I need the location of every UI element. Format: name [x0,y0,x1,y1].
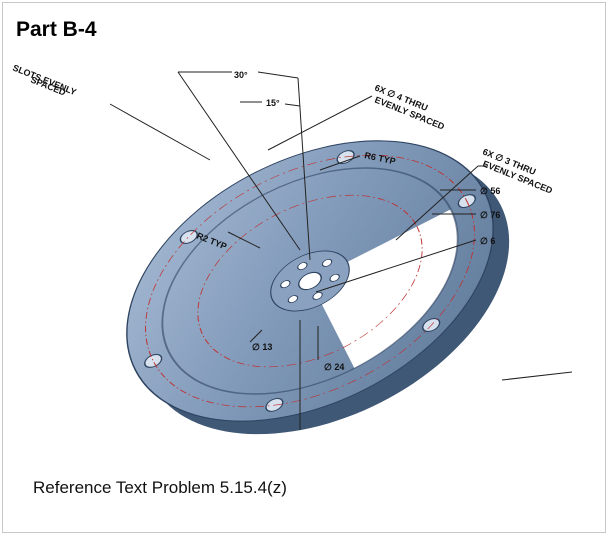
hub-holes [280,258,340,304]
angle-15-label: 15° [266,98,280,108]
bolt-circle-centerline [145,154,475,408]
page-title: Part B-4 [16,18,97,41]
center-bore [298,271,322,291]
diameter-76-label: ∅ 76 [480,210,500,220]
angle-30-label: 30° [234,70,248,80]
dimension-lines [109,71,573,430]
figure-frame [2,2,606,533]
diameter-13-label: ∅ 13 [252,342,272,352]
diameter-56-label: ∅ 56 [480,186,500,196]
reference-caption: Reference Text Problem 5.15.4(z) [33,478,287,497]
diameter-6-label: ∅ 6 [480,236,495,246]
diameter-24-label: ∅ 24 [324,362,344,372]
wheel-part [126,140,510,435]
